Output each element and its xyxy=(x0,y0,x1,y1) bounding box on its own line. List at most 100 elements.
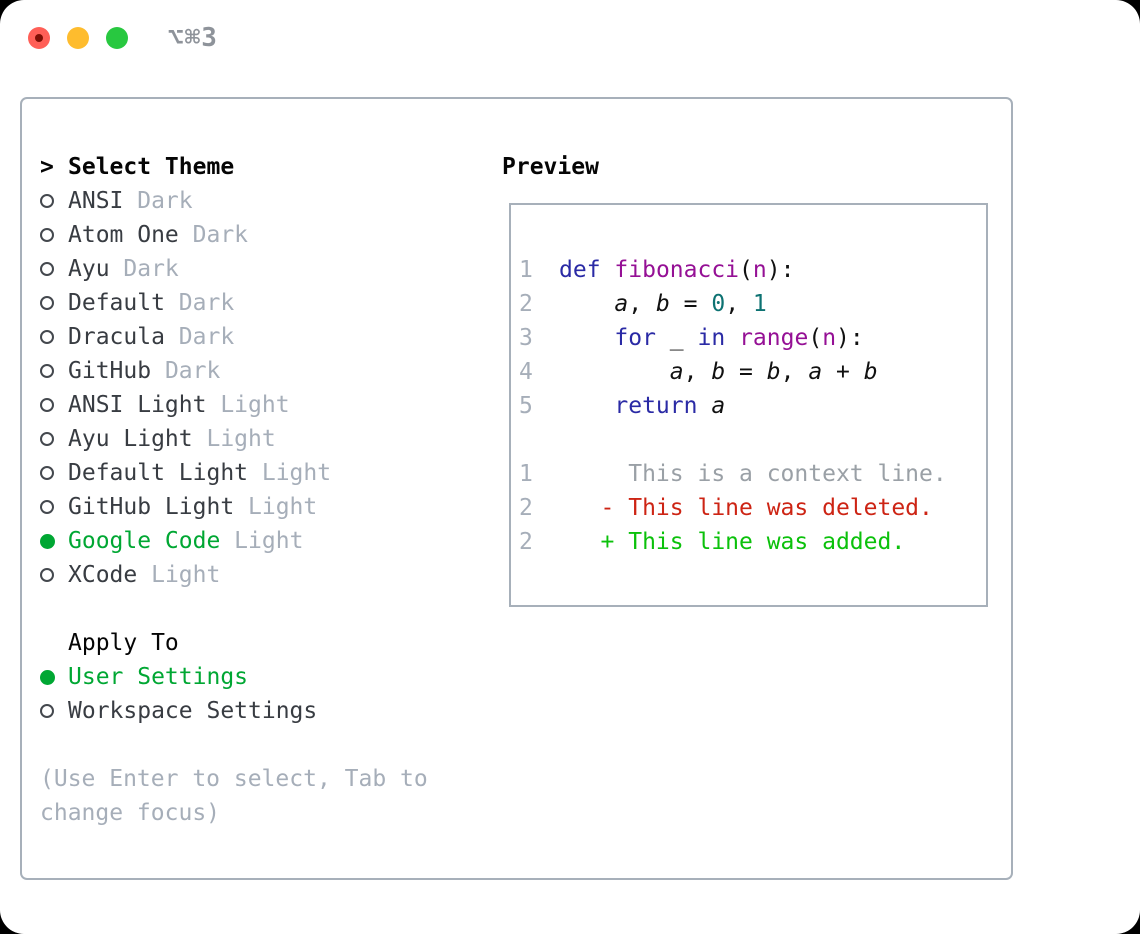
preview-line: 5 return a xyxy=(511,389,986,423)
code-segment: 1 xyxy=(752,291,767,317)
code-segment xyxy=(559,389,614,423)
preview-line: 2 a, b = 0, 1 xyxy=(511,287,986,321)
code-segment xyxy=(697,389,711,423)
option-label: Ayu Light Light xyxy=(68,426,276,452)
prompt-icon: > xyxy=(40,154,54,180)
line-number xyxy=(511,423,559,457)
theme-option[interactable]: Google Code Light xyxy=(40,524,492,558)
apply-to-header: Apply To xyxy=(40,626,492,660)
preview-line xyxy=(511,423,986,457)
code-segment: + This line was added. xyxy=(559,529,906,555)
radio-icon xyxy=(40,466,68,480)
theme-option[interactable]: Atom One Dark xyxy=(40,218,492,252)
code-segment xyxy=(725,321,739,355)
theme-option[interactable]: Ayu Light Light xyxy=(40,422,492,456)
preview-header: Preview xyxy=(502,154,599,180)
code-segment: This is a context line. xyxy=(559,461,947,487)
theme-option[interactable]: Ayu Dark xyxy=(40,252,492,286)
code-segment: a xyxy=(614,291,629,317)
radio-icon xyxy=(40,194,68,208)
zoom-button[interactable] xyxy=(106,27,128,49)
theme-option[interactable]: Default Dark xyxy=(40,286,492,320)
radio-icon xyxy=(40,330,68,344)
theme-option[interactable]: Default Light Light xyxy=(40,456,492,490)
radio-icon xyxy=(40,432,68,446)
apply-option[interactable]: Workspace Settings xyxy=(40,694,492,728)
line-number: 4 xyxy=(519,359,533,385)
apply-option[interactable]: User Settings xyxy=(40,660,492,694)
line-number: 2 xyxy=(519,529,533,555)
option-label: User Settings xyxy=(68,664,249,690)
option-label: GitHub Dark xyxy=(68,358,221,384)
radio-icon xyxy=(40,398,68,412)
code-segment: , xyxy=(725,291,753,317)
code-segment: in xyxy=(697,325,726,351)
option-label: ANSI Dark xyxy=(68,188,193,214)
option-label: Workspace Settings xyxy=(68,698,318,724)
code-segment: _ xyxy=(669,325,684,351)
option-label: Dracula Dark xyxy=(68,324,235,350)
code-segment: b xyxy=(863,359,878,385)
keyboard-hint: (Use Enter to select, Tab to change focu… xyxy=(40,766,428,826)
title-bar: ⌥⌘3 xyxy=(28,23,218,53)
radio-icon xyxy=(40,704,68,718)
code-segment: , xyxy=(683,359,712,385)
radio-icon xyxy=(40,568,68,582)
radio-selected-icon xyxy=(40,533,68,549)
select-theme-header: > Select Theme xyxy=(40,150,492,184)
preview-line: 1 This is a context line. xyxy=(511,457,986,491)
option-label: ANSI Light Light xyxy=(68,392,290,418)
theme-option[interactable]: GitHub Light Light xyxy=(40,490,492,524)
code-segment xyxy=(601,253,615,287)
line-number: 5 xyxy=(519,393,533,419)
code-segment xyxy=(684,321,698,355)
code-segment: a xyxy=(669,359,684,385)
code-segment: ( xyxy=(739,257,753,283)
code-segment: , xyxy=(628,291,656,317)
code-segment: return xyxy=(614,393,698,419)
option-label: Google Code Light xyxy=(68,528,304,554)
code-segment: - This line was deleted. xyxy=(559,495,933,521)
theme-option[interactable]: ANSI Dark xyxy=(40,184,492,218)
apply-to-title: Apply To xyxy=(68,630,179,656)
theme-option[interactable]: GitHub Dark xyxy=(40,354,492,388)
theme-option[interactable]: Dracula Dark xyxy=(40,320,492,354)
close-button[interactable] xyxy=(28,27,50,49)
theme-option[interactable]: XCode Light xyxy=(40,558,492,592)
code-segment: b xyxy=(766,359,781,385)
line-number: 3 xyxy=(519,325,533,351)
code-segment: b xyxy=(655,291,670,317)
option-label: Default Light Light xyxy=(68,460,332,486)
code-segment: b xyxy=(711,359,726,385)
code-segment: n xyxy=(752,257,767,283)
theme-option[interactable]: ANSI Light Light xyxy=(40,388,492,422)
line-number: 2 xyxy=(519,291,533,317)
code-segment: = xyxy=(725,359,767,385)
code-segment xyxy=(559,355,670,389)
code-segment: fibonacci xyxy=(614,257,740,283)
preview-line: 2 + This line was added. xyxy=(511,525,986,559)
radio-icon xyxy=(40,364,68,378)
code-segment: a xyxy=(808,359,823,385)
code-segment: for xyxy=(614,325,656,351)
minimize-button[interactable] xyxy=(67,27,89,49)
line-number: 2 xyxy=(519,495,533,521)
spacer xyxy=(40,592,492,626)
radio-icon xyxy=(40,228,68,242)
radio-icon xyxy=(40,262,68,276)
line-number: 1 xyxy=(519,257,533,283)
code-segment xyxy=(559,321,614,355)
preview-line: 2 - This line was deleted. xyxy=(511,491,986,525)
code-segment: , xyxy=(780,359,809,385)
option-label: GitHub Light Light xyxy=(68,494,318,520)
code-segment: 0 xyxy=(711,291,726,317)
code-segment: ): xyxy=(836,325,864,351)
code-segment xyxy=(656,321,670,355)
